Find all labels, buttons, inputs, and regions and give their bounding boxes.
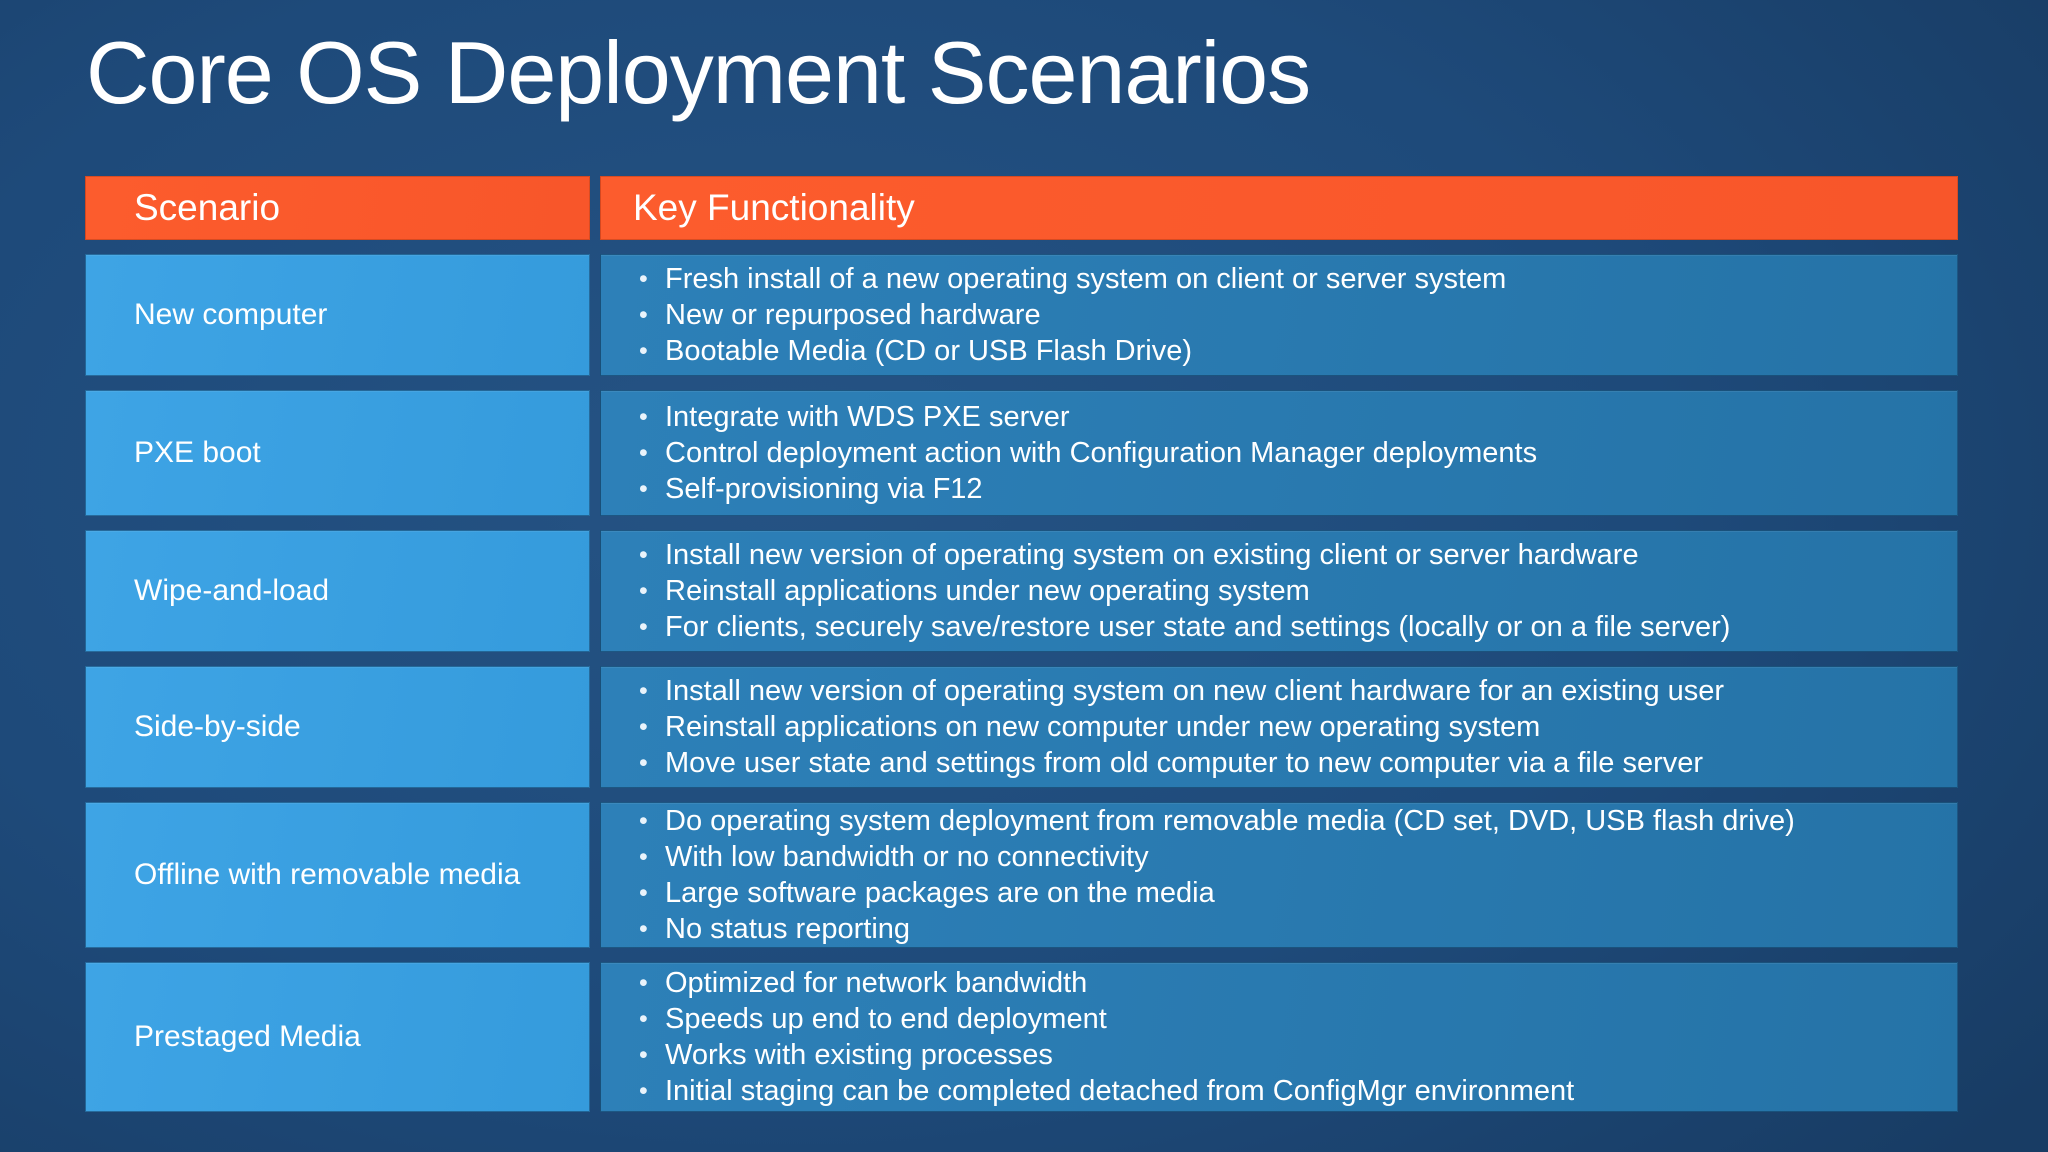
functionality-cell-prestaged-media: Optimized for network bandwidth Speeds u… [600, 962, 1958, 1112]
scenario-cell-prestaged-media: Prestaged Media [85, 962, 590, 1112]
bullet-list: Install new version of operating system … [635, 537, 1730, 645]
bullet-item: Move user state and settings from old co… [635, 745, 1724, 781]
scenario-label: Prestaged Media [134, 1020, 361, 1053]
bullet-item: Bootable Media (CD or USB Flash Drive) [635, 333, 1506, 369]
bullet-item: Reinstall applications on new computer u… [635, 709, 1724, 745]
bullet-item: Reinstall applications under new operati… [635, 573, 1730, 609]
bullet-item: Initial staging can be completed detache… [635, 1073, 1574, 1109]
bullet-item: With low bandwidth or no connectivity [635, 839, 1795, 875]
bullet-item: Do operating system deployment from remo… [635, 803, 1795, 839]
scenario-cell-pxe-boot: PXE boot [85, 390, 590, 516]
column-header-key-functionality: Key Functionality [600, 176, 1958, 240]
functionality-cell-offline-removable-media: Do operating system deployment from remo… [600, 802, 1958, 948]
slide-title: Core OS Deployment Scenarios [86, 23, 1311, 122]
bullet-item: Large software packages are on the media [635, 875, 1795, 911]
functionality-cell-pxe-boot: Integrate with WDS PXE server Control de… [600, 390, 1958, 516]
scenario-label: Offline with removable media [134, 858, 521, 891]
scenario-label: New computer [134, 298, 328, 331]
scenario-label: PXE boot [134, 436, 261, 469]
bullet-list: Do operating system deployment from remo… [635, 803, 1795, 947]
scenario-cell-wipe-and-load: Wipe-and-load [85, 530, 590, 652]
scenario-cell-side-by-side: Side-by-side [85, 666, 590, 788]
bullet-item: Install new version of operating system … [635, 673, 1724, 709]
scenario-label: Wipe-and-load [134, 574, 330, 607]
functionality-cell-side-by-side: Install new version of operating system … [600, 666, 1958, 788]
bullet-list: Optimized for network bandwidth Speeds u… [635, 965, 1574, 1109]
bullet-list: Integrate with WDS PXE server Control de… [635, 399, 1537, 507]
column-header-scenario: Scenario [85, 176, 590, 240]
bullet-item: For clients, securely save/restore user … [635, 609, 1730, 645]
bullet-list: Fresh install of a new operating system … [635, 261, 1506, 369]
bullet-item: Self-provisioning via F12 [635, 471, 1537, 507]
scenario-table: Scenario Key Functionality New computer … [85, 176, 1958, 1112]
bullet-item: New or repurposed hardware [635, 297, 1506, 333]
bullet-item: Optimized for network bandwidth [635, 965, 1574, 1001]
scenario-cell-new-computer: New computer [85, 254, 590, 376]
functionality-cell-wipe-and-load: Install new version of operating system … [600, 530, 1958, 652]
bullet-item: Control deployment action with Configura… [635, 435, 1537, 471]
scenario-label: Side-by-side [134, 710, 301, 743]
bullet-item: Install new version of operating system … [635, 537, 1730, 573]
bullet-item: Integrate with WDS PXE server [635, 399, 1537, 435]
bullet-item: Works with existing processes [635, 1037, 1574, 1073]
functionality-cell-new-computer: Fresh install of a new operating system … [600, 254, 1958, 376]
bullet-item: Speeds up end to end deployment [635, 1001, 1574, 1037]
bullet-item: No status reporting [635, 911, 1795, 947]
scenario-cell-offline-removable-media: Offline with removable media [85, 802, 590, 948]
bullet-list: Install new version of operating system … [635, 673, 1724, 781]
bullet-item: Fresh install of a new operating system … [635, 261, 1506, 297]
